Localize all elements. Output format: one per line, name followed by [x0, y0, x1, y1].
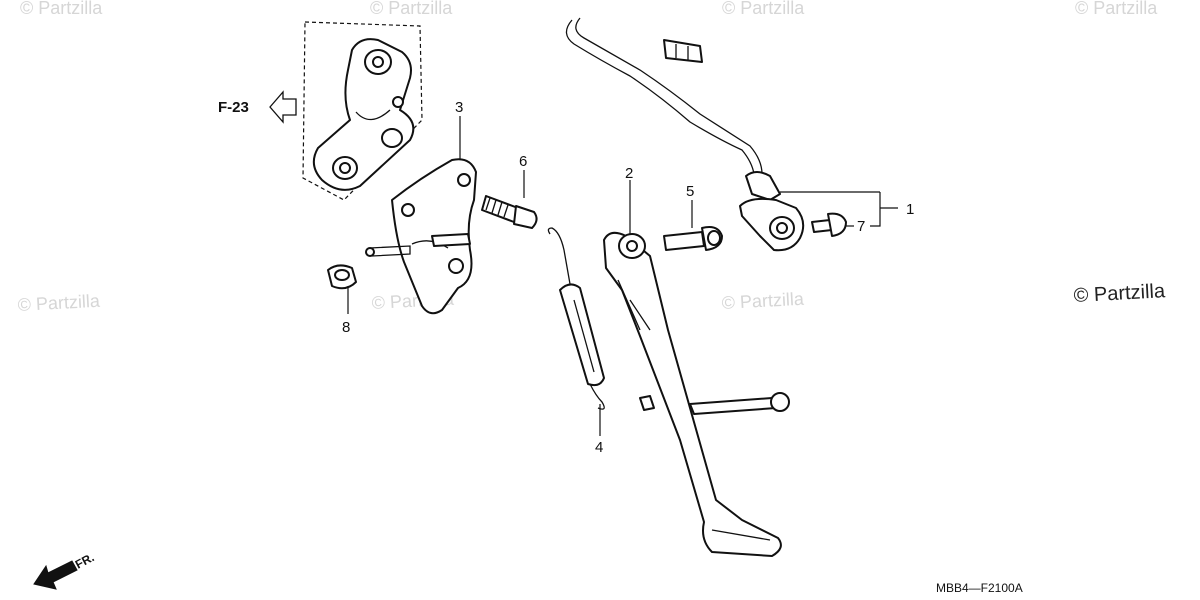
- leader-lines: [347, 116, 898, 436]
- callout-6: 6: [519, 153, 527, 170]
- watermark: © Partzilla: [20, 0, 103, 18]
- switch-bolt: [811, 212, 847, 237]
- stand-bracket: [365, 158, 477, 315]
- nut: [327, 264, 357, 290]
- callout-3: 3: [455, 99, 463, 116]
- callout-2: 2: [625, 165, 633, 182]
- watermark: © Partzilla: [722, 0, 805, 18]
- watermark: © Partzilla: [17, 291, 101, 315]
- watermark-layer: © Partzilla © Partzilla © Partzilla © Pa…: [17, 0, 1158, 315]
- diagram-code: MBB4—F2100A: [936, 581, 1023, 595]
- callout-labels: 1 2 3 4 5 6 7 8: [342, 99, 914, 456]
- watermark: © Partzilla: [721, 289, 805, 313]
- callout-4: 4: [595, 439, 603, 456]
- flange-bolt: [481, 195, 538, 229]
- upper-bracket: [312, 38, 415, 191]
- dashed-frame: [302, 21, 423, 201]
- front-direction: FR.: [33, 550, 96, 590]
- side-stand: [603, 231, 790, 557]
- front-arrow-icon: [33, 560, 78, 590]
- callout-8: 8: [342, 319, 350, 336]
- callout-5: 5: [686, 183, 694, 200]
- reference-group: F-23: [218, 90, 297, 124]
- side-stand-switch: [565, 17, 805, 252]
- brand-watermark: © Partzilla: [1073, 280, 1166, 307]
- watermark: © Partzilla: [370, 0, 453, 18]
- reference-label: F-23: [218, 99, 249, 116]
- reference-arrow-icon: [269, 90, 297, 124]
- pivot-bolt: [663, 226, 723, 251]
- callout-7: 7: [857, 218, 865, 235]
- callout-1: 1: [906, 201, 914, 218]
- watermark: © Partzilla: [1075, 0, 1158, 18]
- return-spring: [547, 227, 605, 410]
